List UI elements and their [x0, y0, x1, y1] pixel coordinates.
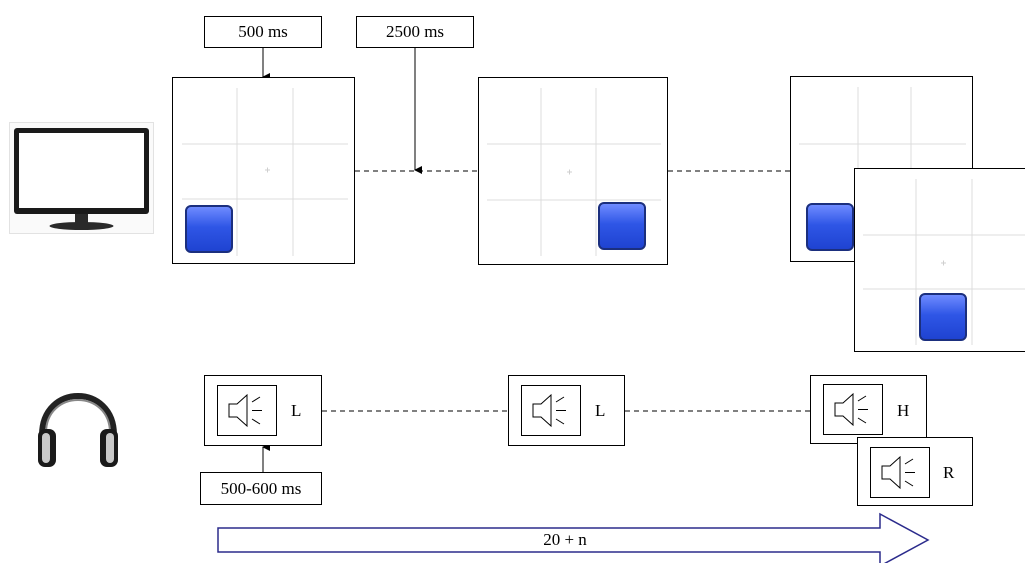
speaker-icon: [870, 447, 930, 498]
monitor-icon: [9, 122, 154, 234]
audio-onset-label: 500-600 ms: [200, 472, 322, 505]
tone-label: L: [595, 401, 606, 420]
grid-lines: [487, 88, 661, 256]
visual-screen-2: [478, 77, 668, 265]
speaker-icon: [823, 384, 883, 435]
audio-tone-box-1: L: [204, 375, 322, 446]
audio-tone-box-3: H: [810, 375, 927, 444]
visual-screen-1: [172, 77, 355, 264]
speaker-icon: [217, 385, 277, 436]
trials-label: 20 + n: [543, 530, 587, 549]
headphones-icon: [38, 393, 118, 467]
audio-tone-box-2: L: [508, 375, 625, 446]
stimulus-square: [806, 203, 854, 251]
trials-arrow: [217, 512, 930, 563]
tone-label: H: [897, 401, 910, 420]
audio-tone-box-4: R: [857, 437, 973, 506]
stimulus-square: [185, 205, 233, 253]
interval-duration-label: 2500 ms: [356, 16, 474, 48]
tone-label: L: [291, 401, 302, 420]
stimulus-square: [598, 202, 646, 250]
stimulus-duration-label: 500 ms: [204, 16, 322, 48]
speaker-icon: [521, 385, 581, 436]
visual-screen-4: [854, 168, 1025, 352]
stimulus-square: [919, 293, 967, 341]
grid-lines: [863, 179, 1025, 345]
tone-label: R: [943, 463, 955, 482]
grid-lines: [182, 88, 348, 256]
